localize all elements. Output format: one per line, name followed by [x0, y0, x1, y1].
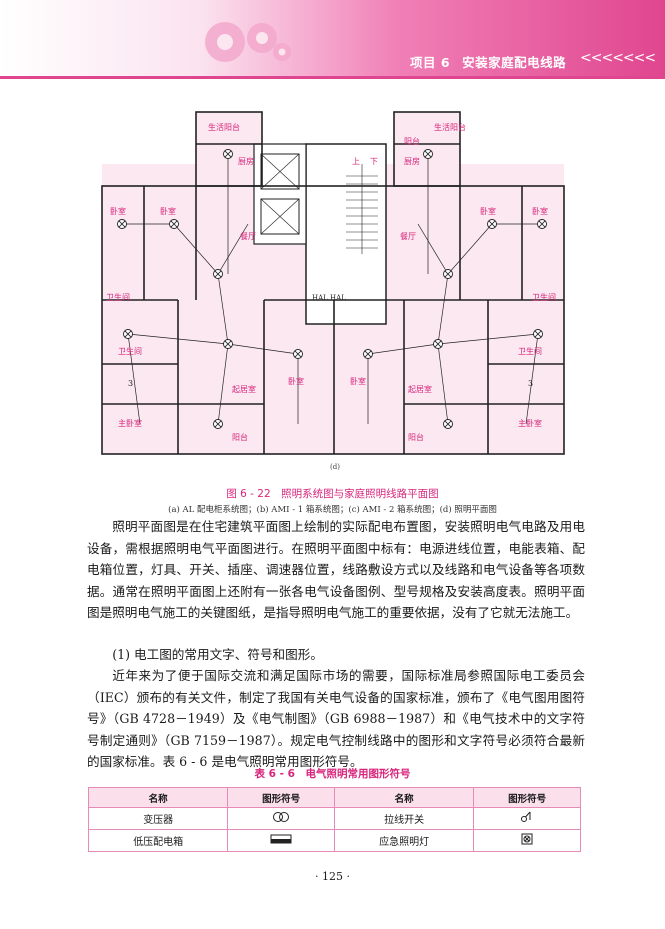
room-label: 卫生间 [532, 292, 556, 302]
number-label: 3 [528, 379, 533, 388]
room-label: 卧室 [480, 206, 496, 216]
table-header: 图形符号 [227, 787, 335, 808]
body-paragraph: (1) 电工图的常用文字、符号和图形。 [112, 647, 323, 662]
table-cell: 低压配电箱 [87, 829, 229, 852]
room-label: 起居室 [408, 384, 432, 394]
table-cell: 变压器 [87, 807, 229, 830]
table-title: 表 6 - 6 电气照明常用图形符号 [254, 768, 411, 780]
room-label: 阳台 [232, 432, 248, 442]
room-label: 卫生间 [106, 292, 130, 302]
room-label: 生活阳台 [434, 122, 466, 132]
room-label: 厨房 [238, 156, 254, 166]
distribution-box-symbol-icon [227, 829, 335, 852]
room-label: 起居室 [232, 384, 256, 394]
project-title: 安装家庭配电线路 [462, 55, 567, 70]
figure-title: 图 6 - 22 照明系统图与家庭照明线路平面图 [226, 488, 439, 500]
body-paragraph: 照明平面图是在住宅建筑平面图上绘制的实际配电布置图，安装照明电气电路及用电设备，… [87, 519, 585, 620]
room-label: 阳台 [404, 136, 420, 146]
room-label: 卫生间 [118, 346, 142, 356]
transformer-symbol-icon [227, 807, 335, 830]
room-label: 餐厅 [400, 232, 416, 241]
table-cell: 拉线开关 [333, 807, 475, 830]
pull-switch-symbol-icon [473, 807, 581, 830]
room-label: 卧室 [160, 206, 176, 216]
table-header: 名称 [87, 787, 229, 808]
table-row: 低压配电箱 应急照明灯 [87, 829, 581, 852]
room-label: 卧室 [288, 376, 304, 386]
room-label: 阳台 [408, 432, 424, 442]
header-banner: 项目 6 安装家庭配电线路 <<<<<<< [0, 0, 665, 76]
room-label: 卧室 [532, 206, 548, 216]
figure-subtitle: (a) AL 配电柜系统图；(b) AMI - 1 箱系统图；(c) AMI -… [168, 505, 497, 515]
emergency-light-symbol-icon [473, 829, 581, 852]
symbol-table: 名称 图形符号 名称 图形符号 变压器 拉线开关 低压配电箱 应急照明灯 [87, 787, 581, 852]
lighting-floor-plan: 生活阳台 厨房 卧室 卧室 餐厅 卫生间 卫生间 主卧室 起居室 阳台 卧室 生… [101, 111, 565, 455]
gear-icon [205, 22, 291, 62]
hall-label: HAL HAL [312, 294, 346, 302]
chapter-title: 项目 6 安装家庭配电线路 [410, 52, 566, 71]
body-paragraph: 近年来为了便于国际交流和满足国际市场的需要，国际标准局参照国际电工委员会（IEC… [87, 668, 585, 769]
table-row: 变压器 拉线开关 [87, 807, 581, 830]
room-label: 生活阳台 [208, 122, 240, 132]
page-number: · 125 · [315, 870, 350, 883]
room-label: 餐厅 [240, 232, 256, 241]
chevron-icon: <<<<<<< [580, 50, 656, 66]
table-cell: 应急照明灯 [333, 829, 475, 852]
project-number: 项目 6 [410, 55, 451, 70]
header-rule [0, 76, 665, 79]
room-label: 主卧室 [118, 418, 142, 428]
subfigure-label: (d) [330, 463, 340, 471]
table-header-row: 名称 图形符号 名称 图形符号 [87, 787, 581, 808]
room-label: 卧室 [350, 376, 366, 386]
room-label: 主卧室 [518, 418, 542, 428]
table-header: 名称 [333, 787, 475, 808]
number-label: 3 [128, 379, 133, 388]
room-label: 卫生间 [518, 346, 542, 356]
table-header: 图形符号 [473, 787, 581, 808]
room-label: 卧室 [110, 206, 126, 216]
stair-label: 上 [352, 157, 360, 166]
room-label: 厨房 [404, 156, 420, 166]
stair-label: 下 [370, 157, 378, 166]
